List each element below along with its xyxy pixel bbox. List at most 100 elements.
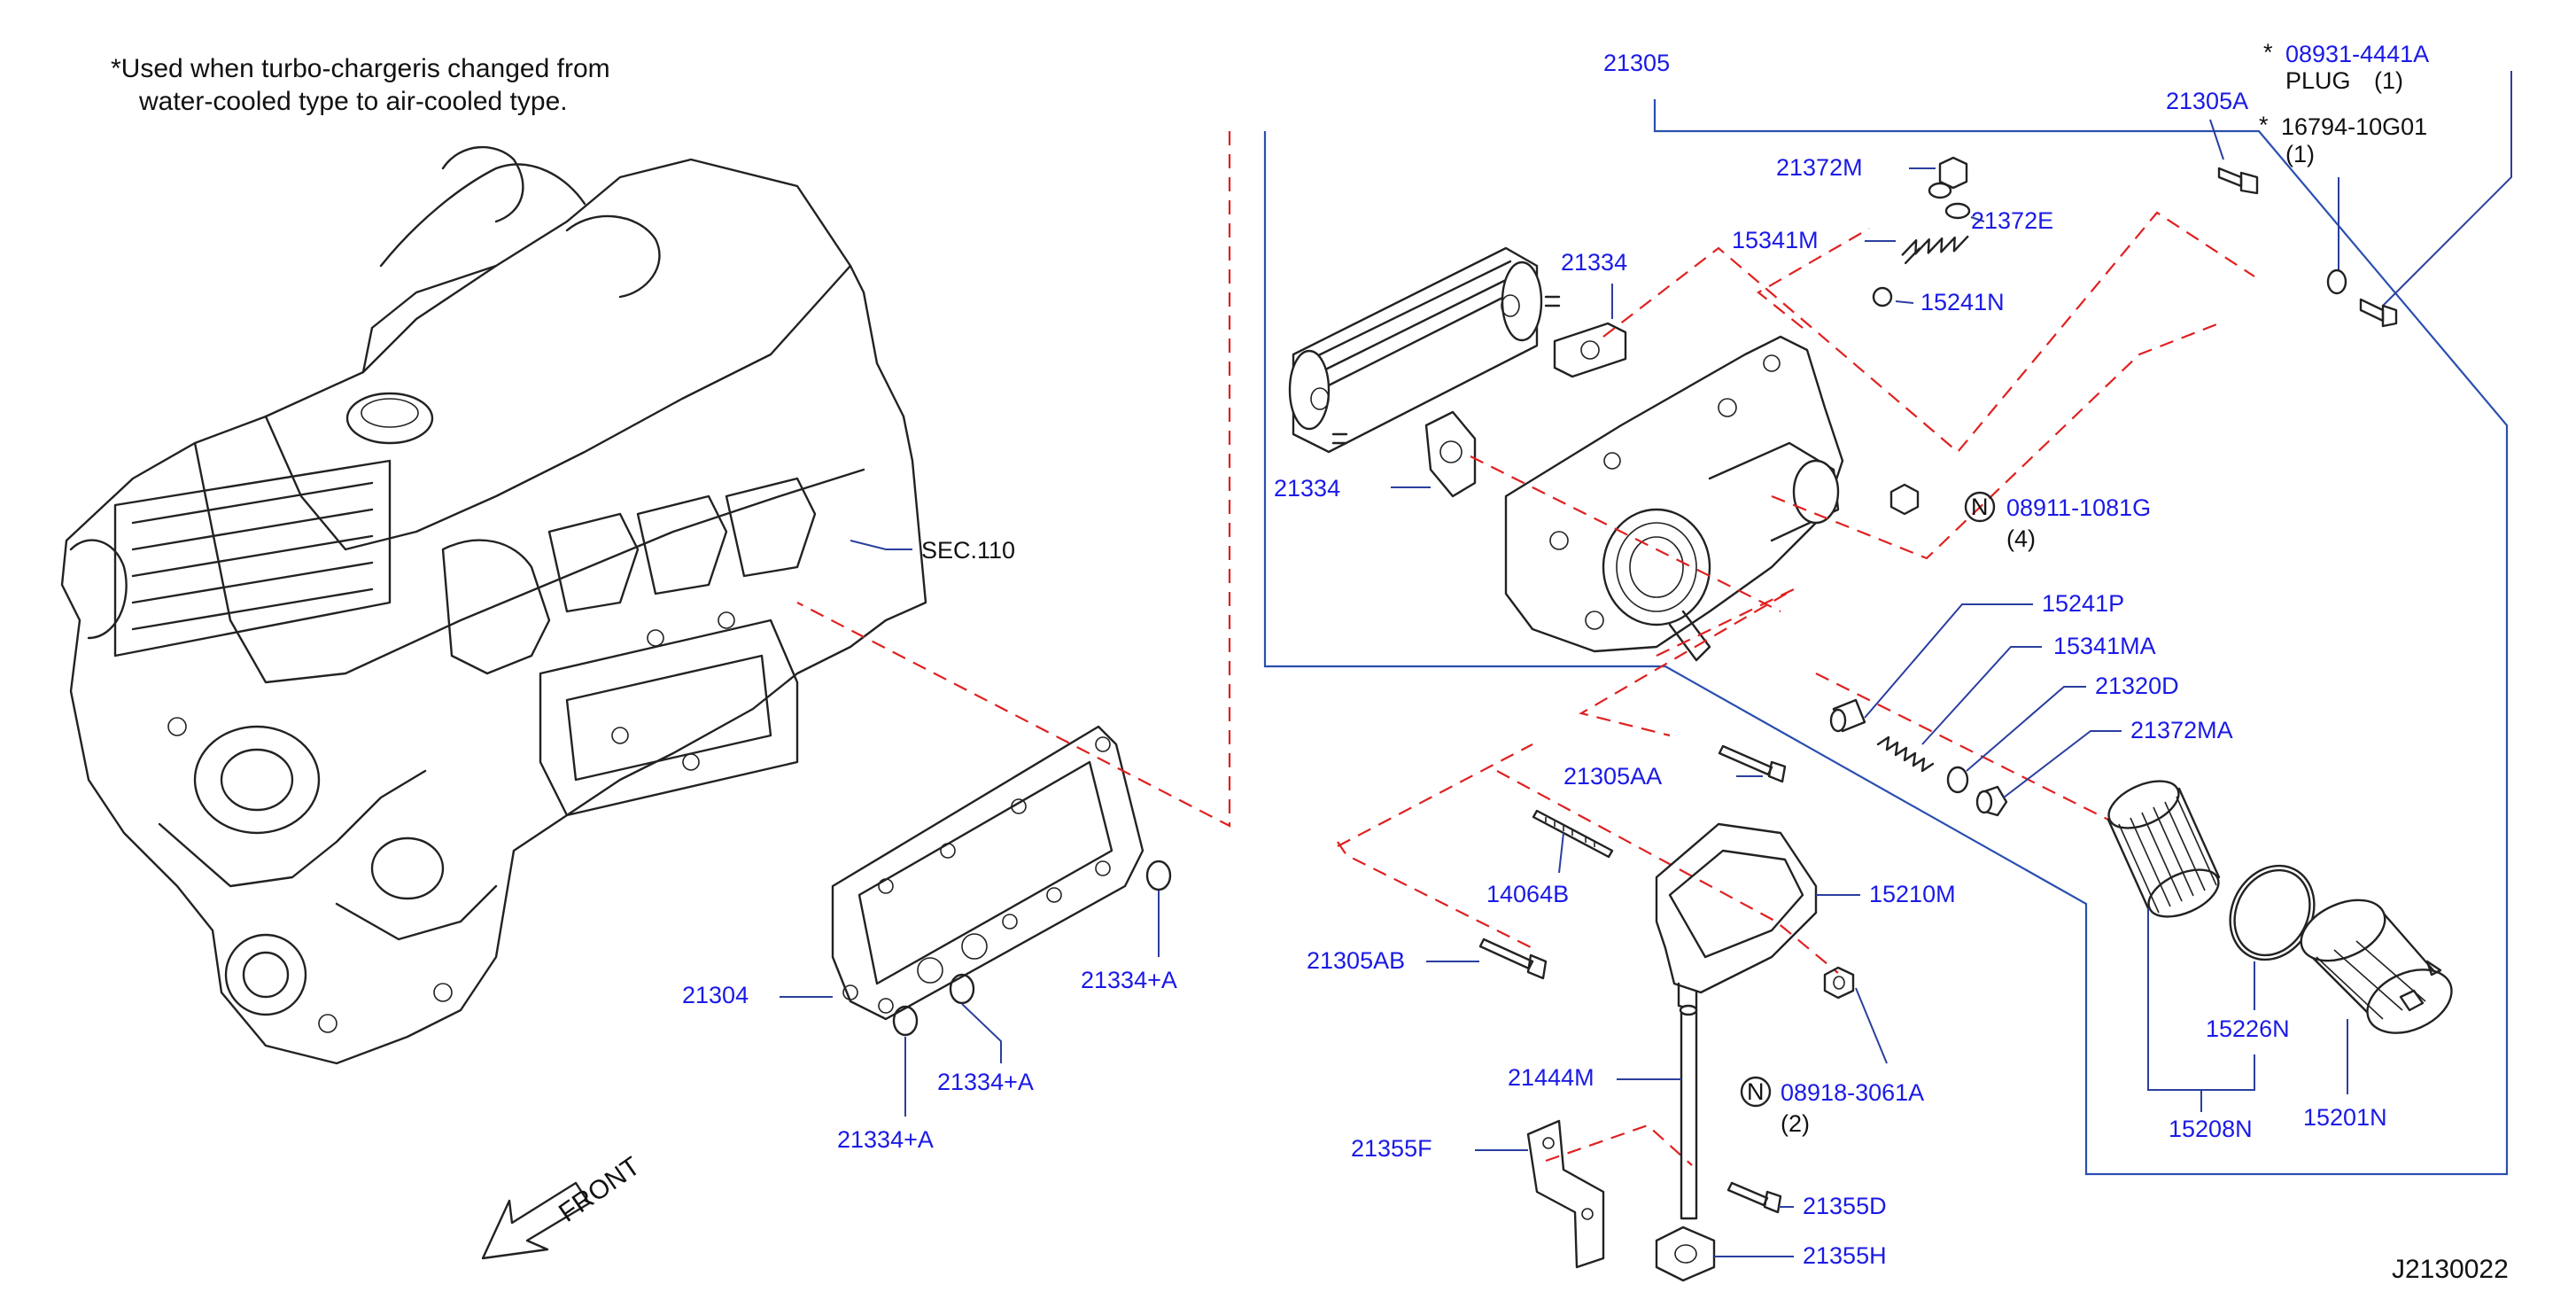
filter-cap-15201n [2300,899,2453,1034]
qty-08911: (4) [2006,525,2036,552]
valve-dashed-line [1757,228,1870,329]
bolt-21355d [1726,1181,1782,1214]
label-21320d[interactable]: 21320D [2095,673,2179,699]
gasket-21334-upper [1553,322,1627,378]
plug-08931 [2359,298,2398,328]
bolt-21305a [2217,167,2259,195]
clip-21355h [1655,1226,1716,1282]
label-08911[interactable]: 08911-1081G [2006,494,2151,521]
label-21305ab[interactable]: 21305AB [1307,947,1405,974]
tube-21444m [1679,1004,1698,1220]
note-line-1: *Used when turbo-chargeris changed from [111,54,610,83]
label-21334a-2[interactable]: 21334+A [937,1069,1034,1095]
sec110-leader [850,540,912,550]
leader-15208n [2147,908,2255,1091]
washer-16794 [2326,268,2347,295]
label-15201n[interactable]: 15201N [2303,1104,2387,1131]
nut-symbol-circle [1964,491,1996,523]
o-ring-21334a-1 [1145,860,1172,891]
stud-dashed-line [1337,841,1533,949]
relief-dashed-line [1579,588,1795,737]
plug-dashed-line [1602,211,2255,454]
engine-block-illustration [60,145,927,1065]
label-21355f[interactable]: 21355F [1351,1135,1432,1162]
cooler-dashed-line [1470,455,1781,612]
oil-filter-bracket [1504,335,1844,662]
leader-21305a [2209,119,2224,160]
spring-15341m [1901,235,1969,265]
ball-15241n [1872,286,1893,307]
leader-15241p [1864,603,2033,719]
leader-21334a-2 [961,1003,1002,1063]
oil-cooler-illustration [1288,246,1561,454]
bolt-star: * [2259,112,2269,138]
label-15341m[interactable]: 15341M [1732,227,1819,253]
diagram-code: J2130022 [2392,1255,2509,1284]
leader-21372ma [2003,730,2122,798]
plug-star: * [2263,39,2273,66]
gasket-21334-lower [1424,410,1477,498]
washer-21372e [1944,202,1971,220]
label-08931[interactable]: 08931-4441A [2285,41,2429,67]
leader-15341ma [1921,646,2042,745]
bracket-21355f [1526,1119,1605,1269]
label-21334a-3[interactable]: 21334+A [837,1126,934,1153]
label-21372ma[interactable]: 21372MA [2130,717,2233,743]
label-21334-upper[interactable]: 21334 [1561,249,1627,276]
nut-symbol-2: N [1747,1078,1765,1105]
plug-qty: (1) [2374,67,2403,94]
washer-21320d [1946,766,1969,794]
engine-to-cooler-dashed-line [796,131,1231,828]
plug-name: PLUG [2285,67,2351,94]
nut-08911 [1889,483,1920,516]
label-21305[interactable]: 21305 [1603,50,1670,76]
stud-14064b [1532,809,1614,859]
label-21372m[interactable]: 21372M [1776,154,1863,181]
valve-15241p [1829,698,1866,733]
front-arrow [481,1181,591,1260]
assembly-21305-frame [1263,99,2509,1176]
leader-08918 [1855,987,1888,1064]
label-21444m[interactable]: 21444M [1508,1064,1594,1091]
filter-dashed-line [1815,673,2109,821]
label-21334-lower[interactable]: 21334 [1274,475,1340,502]
sec110-label[interactable]: SEC.110 [921,537,1015,564]
leader-08931 [2382,71,2512,307]
label-21372e[interactable]: 21372E [1971,207,2053,234]
spring-15341ma [1876,735,1935,773]
label-16794[interactable]: 16794-10G01 [2281,113,2427,140]
leader-14064b [1558,832,1564,874]
plug-21372ma [1975,785,2008,817]
label-21304[interactable]: 21304 [682,982,749,1008]
bolt-dashed-line [1771,322,2220,560]
label-15208n[interactable]: 15208N [2169,1116,2253,1142]
plug-21372m [1928,156,1968,199]
note-line-2: water-cooled type to air-cooled type. [138,87,568,116]
front-label: FRONT [554,1151,646,1227]
label-14064b[interactable]: 14064B [1486,881,1569,907]
bolt-qty: (1) [2285,141,2315,167]
clip-dashed-line [1545,1124,1693,1166]
label-21355h[interactable]: 21355H [1803,1242,1887,1269]
bracket-15210m [1655,822,1818,1012]
label-08918[interactable]: 08918-3061A [1781,1079,1924,1106]
label-15210m[interactable]: 15210M [1869,881,1956,907]
bracket-dashed-line [1496,770,1839,974]
label-21305aa[interactable]: 21305AA [1563,763,1662,790]
label-15241n[interactable]: 15241N [1920,289,2005,315]
nut-symbol: N [1971,494,1989,520]
o-ring-21334a-3 [949,973,975,1005]
bolt-21305ab [1478,938,1548,980]
bolt-21305ab-dashed-line [1337,743,1533,847]
label-21305a[interactable]: 21305A [2166,88,2248,114]
label-21355d[interactable]: 21355D [1803,1193,1887,1219]
label-21334a-1[interactable]: 21334+A [1081,967,1177,993]
nut-symbol-circle-2 [1740,1076,1772,1108]
nut-08918 [1823,966,1855,1000]
leader-21372e [1970,216,1985,222]
label-15241p[interactable]: 15241P [2042,590,2124,617]
leader-15241n [1895,300,1914,304]
label-15226n[interactable]: 15226N [2206,1015,2290,1042]
label-15341ma[interactable]: 15341MA [2053,633,2156,659]
